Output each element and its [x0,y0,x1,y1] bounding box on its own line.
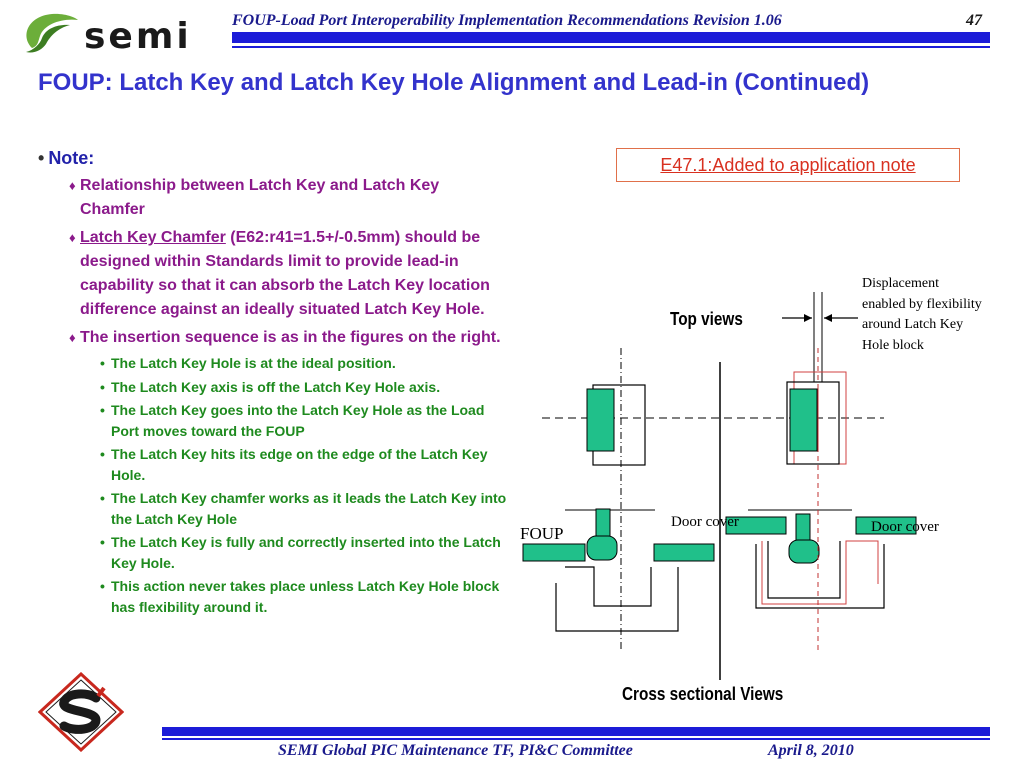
level3-item: • The Latch Key goes into the Latch Key H… [100,400,508,441]
bullet-dot-icon: • [100,355,105,371]
latch-hole-section-right [767,541,841,599]
bullet-dot-icon: • [100,490,105,506]
semi-logo: semi [18,6,218,58]
slide-title: FOUP: Latch Key and Latch Key Hole Align… [38,69,870,96]
footer-rule [162,738,990,740]
level3-item: • The Latch Key axis is off the Latch Key… [100,377,508,398]
level3-item: • The Latch Key Hole is at the ideal posi… [100,353,508,374]
door-cover-left [653,543,715,562]
displacement-note: Displacement enabled by flexibility arou… [862,276,982,353]
level3-text: The Latch Key Hole is at the ideal posit… [111,355,396,371]
latch-key-shaft-left [595,508,611,539]
level3-item: • The Latch Key chamfer works as it leads… [100,488,508,529]
level2-underlined-term: Latch Key Chamfer [80,229,226,246]
bullet-dot-icon: • [100,578,105,594]
foup-door-left [522,543,586,562]
note-heading: •Note: [38,146,508,170]
bullet-dot-icon: • [100,534,105,550]
latch-hole-block-top-left [592,384,646,466]
level3-item: • The Latch Key hits its edge on the edge… [100,444,508,485]
page-number: 47 [966,12,982,29]
level3-item: • The Latch Key is fully and correctly in… [100,532,508,573]
level2-item: ♦ Relationship between Latch Key and Latc… [69,174,508,222]
level3-text: The Latch Key goes into the Latch Key Ho… [111,402,485,439]
latch-key-top-left [586,388,615,452]
latch-key-top-right [789,388,818,452]
arrow-right-icon [804,314,812,322]
latch-hole-section-left [565,566,652,607]
level2-text: Relationship between Latch Key and Latch… [80,177,440,218]
level3-text: The Latch Key chamfer works as it leads … [111,490,507,527]
footer-bar [162,727,990,736]
foup-body-section-left [555,567,679,632]
level2-text: The insertion sequence is as in the figu… [80,329,501,346]
level3-text: The Latch Key hits its edge on the edge … [111,446,488,483]
level2-item: ♦ The insertion sequence is as in the fig… [69,326,508,350]
latch-hole-block-top-right [786,381,840,465]
level2-text: (E62:r41=1.5+/-0.5mm) should be designed… [80,229,490,318]
foup-body-section-right [755,544,885,609]
latch-key-shaft-right [795,513,811,543]
door-cover-label-right: Door cover [871,519,939,535]
level2-item: ♦ Latch Key Chamfer (E62:r41=1.5+/-0.5mm)… [69,226,508,322]
header-bar [232,32,990,43]
semi-logo-wordmark: semi [84,16,192,57]
footer-committee: SEMI Global PIC Maintenance TF, PI&C Com… [278,742,633,759]
diamond-bullet-icon: ♦ [69,330,76,345]
bullet-dot-icon: • [100,378,105,395]
semi-s-logo [37,671,125,753]
cross-section-label: Cross sectional Views [622,684,784,704]
door-cover-label-left: Door cover [671,514,739,530]
top-views-label: Top views [670,309,743,329]
bullet-dot-icon: • [38,148,45,168]
bullet-dot-icon: • [100,446,105,462]
level3-item: • This action never takes place unless La… [100,576,508,617]
level3-text: The Latch Key axis is off the Latch Key … [111,378,441,395]
diamond-bullet-icon: ♦ [69,178,76,193]
bullet-list: •Note: ♦Relationship between Latch Key a… [38,146,508,617]
bullet-dot-icon: • [100,402,105,418]
header-title: FOUP-Load Port Interoperability Implemen… [232,12,782,29]
level3-text: This action never takes place unless Lat… [111,578,500,615]
latch-key-head-right [788,539,820,564]
level3-text: The Latch Key is fully and correctly ins… [111,534,501,571]
note-heading-text: Note: [48,148,95,168]
foup-label: FOUP [520,524,564,543]
latch-key-head-left [586,535,618,561]
revision-note-box: E47.1:Added to application note [616,148,960,182]
arrow-left-icon [824,314,832,322]
displaced-hole-outline-top [793,371,847,465]
header-rule [232,46,990,48]
footer-date: April 8, 2010 [768,742,854,759]
diamond-bullet-icon: ♦ [69,230,76,245]
displaced-hole-section-outline [761,540,879,605]
